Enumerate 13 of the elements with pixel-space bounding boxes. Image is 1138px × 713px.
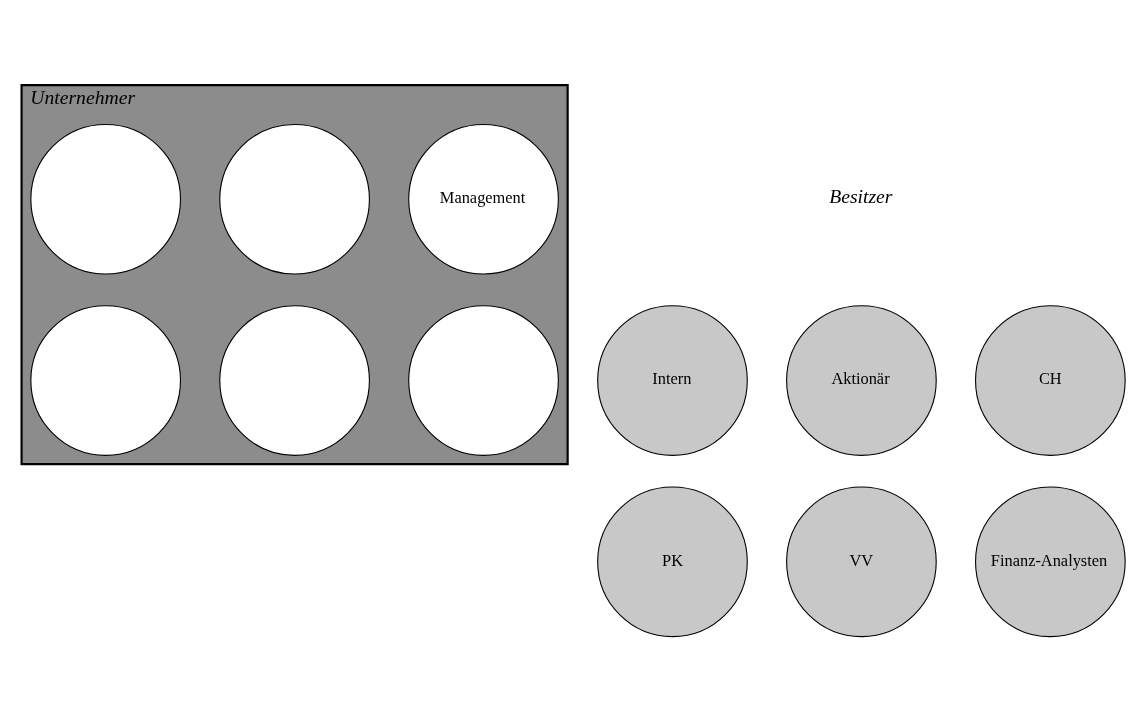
node-circle: VV	[786, 486, 937, 638]
node-circle: PK	[597, 486, 748, 638]
node-circle: Finanz-Analysten	[975, 486, 1126, 638]
label: Besitzer	[829, 184, 893, 207]
node-circle	[408, 305, 559, 456]
node-circle	[30, 123, 181, 275]
node-circle	[219, 123, 370, 275]
node-circle	[219, 305, 370, 456]
node-circle: Intern	[597, 305, 748, 456]
node-circle: Aktionär	[786, 305, 937, 456]
node-circle	[30, 305, 181, 456]
node-circle: CH	[975, 305, 1126, 456]
node-circle: Management	[408, 123, 559, 275]
